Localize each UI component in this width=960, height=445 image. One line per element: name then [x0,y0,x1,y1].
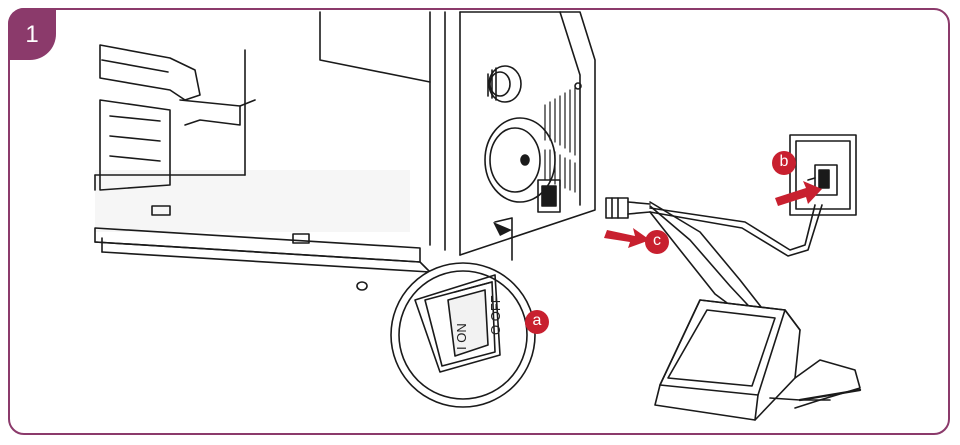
arrow-c [604,228,650,248]
vent-grille [544,87,576,193]
bobbin-winder-knob [488,65,522,103]
arrow-b [775,181,822,206]
base-screw [356,281,368,291]
machine-power-socket [537,179,561,213]
wall-plug [814,164,838,196]
machine-side-panel [319,11,596,256]
power-cord [605,134,857,321]
callout-a: a [525,310,549,334]
foot-slot-right [292,233,310,244]
free-arm [99,44,256,191]
machine-plug [605,197,629,219]
foot-slot-left [151,205,171,216]
wall-outlet [789,134,857,216]
callout-b: b [772,151,796,175]
diagram-frame [8,8,950,435]
zoom-leader [494,217,513,261]
foot-controller [654,299,862,421]
power-switch-zoom: I ON O OFF [390,262,536,408]
switch-on-label: I ON [454,323,469,350]
switch-off-label: O OFF [488,295,503,335]
machine-base [94,49,431,291]
step-number-badge: 1 [8,8,56,60]
callout-c: c [645,230,669,254]
